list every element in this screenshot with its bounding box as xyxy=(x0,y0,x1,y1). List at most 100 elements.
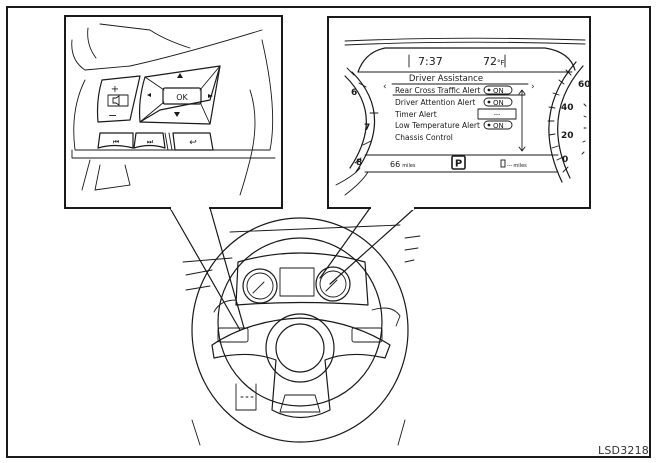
center-display xyxy=(279,267,315,297)
dpad-dividers xyxy=(139,65,221,125)
next-track-button[interactable] xyxy=(133,132,166,149)
tach-ticks xyxy=(346,67,379,164)
gear-indicator-box xyxy=(451,155,466,170)
column-connector xyxy=(235,383,257,411)
hub-inner xyxy=(275,323,325,373)
dash-line xyxy=(185,269,213,291)
menu-title: Driver Assistance xyxy=(409,74,483,84)
speaker-icon xyxy=(112,95,120,106)
skip-back-icon: ⏮ xyxy=(113,138,119,146)
skip-forward-icon: ⏭ xyxy=(147,138,154,146)
volume-up-button[interactable]: + xyxy=(111,84,119,95)
dash-top-line xyxy=(229,224,401,233)
timer-value-field[interactable] xyxy=(477,108,517,120)
speedo-ticks xyxy=(547,69,572,173)
toggle-switch[interactable] xyxy=(483,97,513,107)
prev-track-button[interactable] xyxy=(97,132,134,149)
back-arrow-icon: ↩ xyxy=(189,138,197,148)
menu-next-arrow[interactable]: › xyxy=(531,82,535,92)
speed-label: 60 xyxy=(578,80,591,90)
back-button[interactable] xyxy=(172,132,214,151)
menu-item-timer-alert[interactable]: Timer Alert --- xyxy=(394,108,517,120)
toggle-knob xyxy=(487,100,491,104)
cluster-hood-lines xyxy=(344,37,586,46)
menu-prev-arrow[interactable]: ‹ xyxy=(383,82,387,92)
speedometer: 60 40 20 0 xyxy=(547,61,591,183)
mute-button[interactable] xyxy=(107,94,129,107)
menu-item-rear-cross-traffic[interactable]: Rear Cross Traffic Alert ON xyxy=(395,85,513,95)
triangle-up-icon[interactable] xyxy=(177,73,183,78)
spoke-upper-edge xyxy=(71,29,263,71)
rim-edge xyxy=(239,89,256,196)
toggle-knob xyxy=(487,123,491,127)
left-switch-cluster xyxy=(217,327,249,343)
menu-item-label: Chassis Control xyxy=(395,133,453,142)
left-callout-pointer xyxy=(169,207,245,331)
right-stalk xyxy=(371,307,401,327)
menu-item-label: Driver Attention Alert xyxy=(395,98,475,107)
column-lower xyxy=(81,159,131,191)
right-gauge xyxy=(315,266,351,302)
display-callout: 7:37 72°F Driver Assistance ‹ › Rear Cro… xyxy=(327,16,591,210)
dash-line xyxy=(404,235,421,263)
triangle-left-icon[interactable] xyxy=(147,93,151,97)
toggle-switch[interactable] xyxy=(483,120,513,130)
triangle-down-icon[interactable] xyxy=(174,112,180,117)
left-gauge-needle xyxy=(252,281,265,294)
spoke-lower-edge xyxy=(71,149,276,159)
ok-label: OK xyxy=(176,93,188,102)
tach-label: 7 xyxy=(364,123,370,133)
cluster-hood xyxy=(235,252,369,306)
clock-readout: 7:37 xyxy=(418,55,443,68)
tach-arc-outer xyxy=(344,75,367,169)
tach-label: 6 xyxy=(351,88,357,98)
spoke-trim xyxy=(87,23,191,59)
tach-arc-inner xyxy=(351,71,376,173)
speed-label: 20 xyxy=(561,131,574,141)
tach-lower-lines xyxy=(335,167,369,196)
speed-label: 0 xyxy=(562,155,568,165)
outside-temp-readout: 72°F xyxy=(483,55,505,68)
steering-wheel-overview xyxy=(182,217,421,446)
hub-outer xyxy=(265,313,335,383)
tachometer: 6 7 8 xyxy=(335,67,379,196)
volume-down-button[interactable]: − xyxy=(108,109,117,122)
menu-item-label: Low Temperature Alert xyxy=(395,121,480,130)
menu-item-label: Timer Alert xyxy=(394,110,437,119)
scroll-down-icon[interactable] xyxy=(518,146,526,152)
display-top-arch xyxy=(357,47,576,73)
wheel-spokes xyxy=(211,317,391,419)
right-switch-cluster xyxy=(351,327,383,343)
toggle-value: ON xyxy=(493,122,504,130)
left-gauge xyxy=(242,268,278,304)
right-gauge-inner xyxy=(319,270,347,298)
ok-button[interactable] xyxy=(162,87,202,105)
figure-frame xyxy=(6,6,651,458)
wheel-rim-outer xyxy=(191,217,409,443)
right-callout-pointer xyxy=(319,207,416,285)
triangle-right-icon[interactable] xyxy=(208,94,213,98)
volume-rocker[interactable] xyxy=(96,75,141,123)
switch-callout: + − OK ⏮ ⏭ ↩ xyxy=(64,15,283,210)
figure-code: LSD3218 xyxy=(598,444,649,457)
fuel-pump-icon xyxy=(500,159,506,168)
toggle-switch[interactable] xyxy=(483,85,513,95)
menu-item-label: Rear Cross Traffic Alert xyxy=(395,86,480,95)
toggle-value: ON xyxy=(493,87,504,95)
timer-value: --- xyxy=(494,111,501,118)
lower-spoke-detail xyxy=(279,394,321,413)
left-gauge-inner xyxy=(246,272,274,300)
toggle-knob xyxy=(487,88,491,92)
button-separator xyxy=(164,132,173,151)
menu-item-chassis-control[interactable]: Chassis Control xyxy=(395,133,453,142)
menu-item-low-temperature[interactable]: Low Temperature Alert ON xyxy=(395,120,513,130)
fuel-range-readout: ---miles xyxy=(507,163,527,169)
menu-item-driver-attention[interactable]: Driver Attention Alert ON xyxy=(395,97,513,107)
tach-label: 8 xyxy=(356,158,362,168)
wheel-rim-inner xyxy=(217,237,383,407)
scroll-up-icon[interactable] xyxy=(518,89,526,95)
gear-indicator: P xyxy=(455,159,462,170)
toggle-value: ON xyxy=(493,99,504,107)
